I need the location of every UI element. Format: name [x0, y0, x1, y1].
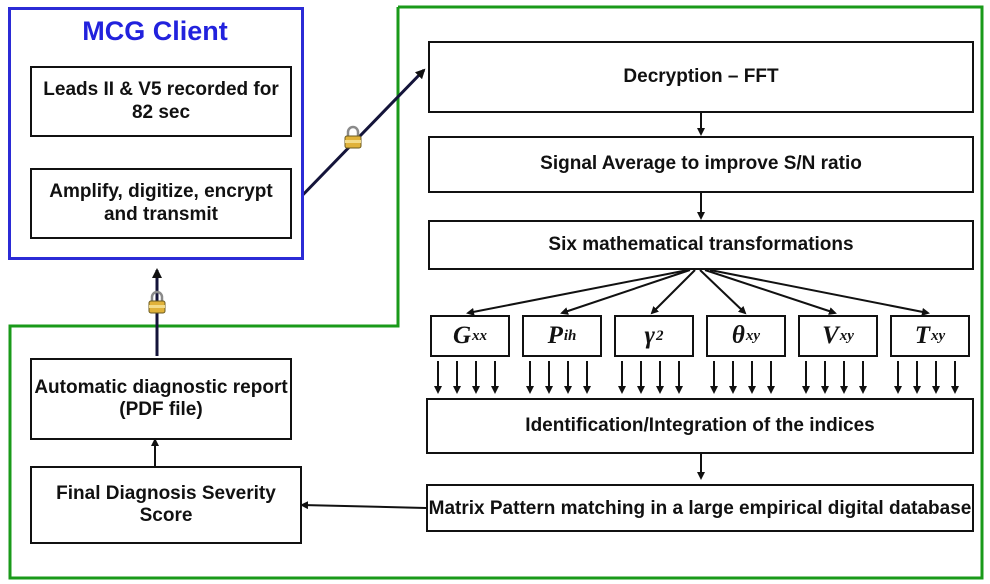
transform-superscript: 2	[655, 327, 664, 344]
server-frame	[8, 5, 984, 580]
fanout-arrows	[466, 269, 930, 316]
connector-matrix-to-final	[300, 501, 427, 510]
mini-arrow-groups	[434, 361, 959, 394]
transform-symbol: V	[822, 322, 839, 349]
identification-box: Identification/Integration of the indice…	[426, 398, 974, 454]
decryption-box: Decryption – FFT	[428, 41, 974, 113]
transform-subscript: ih	[563, 327, 577, 344]
transform-symbol: γ	[644, 322, 655, 349]
amplify-box: Amplify, digitize, encrypt and transmit	[30, 168, 292, 239]
transform-subscript: xy	[839, 327, 854, 344]
transform-symbol: T	[914, 322, 931, 349]
transformations-box: Six mathematical transformations	[428, 220, 974, 270]
lock-icon	[148, 290, 166, 314]
transform-symbol: G	[452, 322, 472, 349]
leads-box: Leads II & V5 recorded for 82 sec	[30, 66, 292, 137]
matrix-matching-box: Matrix Pattern matching in a large empir…	[426, 484, 974, 532]
transform-subscript: xy	[745, 327, 761, 344]
client-title: MCG Client	[82, 16, 228, 46]
final-diagnosis-box: Final Diagnosis Severity Score	[30, 466, 302, 544]
lock-icon	[344, 125, 362, 149]
transform-subscript: xy	[931, 327, 946, 344]
report-box: Automatic diagnostic report (PDF file)	[30, 358, 292, 440]
signal-average-box: Signal Average to improve S/N ratio	[428, 136, 974, 193]
transform-symbol: P	[547, 322, 563, 349]
transform-symbol: θ	[731, 322, 745, 349]
transform-subscript: xx	[472, 327, 488, 344]
